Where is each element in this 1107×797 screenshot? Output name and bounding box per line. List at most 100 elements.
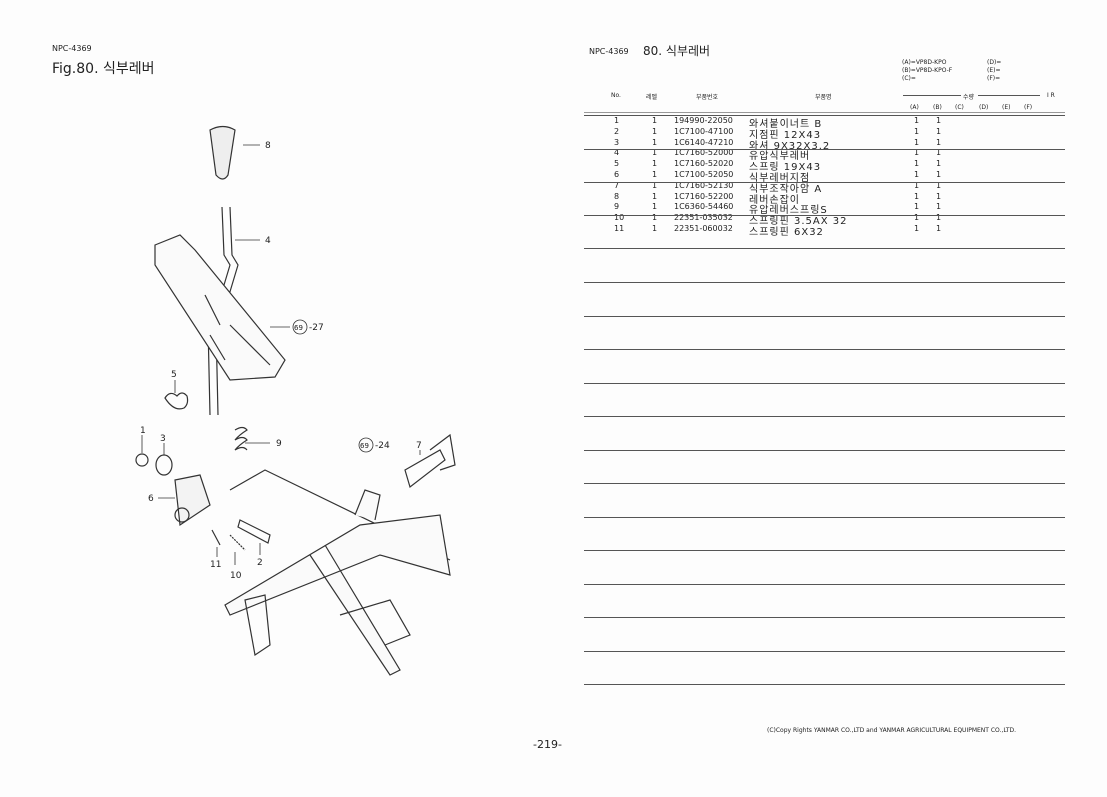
table-divider <box>584 349 1065 350</box>
cell-b: 1 <box>936 213 942 223</box>
callout-11: 11 <box>210 560 221 570</box>
cell-no: 3 <box>614 137 620 147</box>
arm-7 <box>404 433 456 489</box>
cell-a: 1 <box>914 148 920 158</box>
right-page-code: NPC-4369 <box>589 47 629 56</box>
cell-part-no: 22351-060032 <box>674 224 733 233</box>
model-a: (A)=VP8D-KPO <box>902 59 947 66</box>
frame <box>224 489 451 676</box>
callout-69: 69 <box>294 324 303 332</box>
callout-6: 6 <box>148 494 154 504</box>
cell-part-no: 194990-22050 <box>674 116 733 125</box>
cell-level: 1 <box>652 202 658 212</box>
cell-no: 6 <box>614 170 620 179</box>
table-divider <box>584 684 1065 685</box>
exploded-parts-diagram: 8 4 69 -27 5 1 3 9 6 2 11 10 7 69 -24 <box>135 125 456 676</box>
cell-no: 8 <box>614 191 620 201</box>
nut-1 <box>135 453 149 467</box>
cell-name: 레버손잡이 <box>749 194 800 206</box>
cell-level: 1 <box>652 126 658 136</box>
cell-name: 유압레버스프링S <box>749 205 828 217</box>
cell-a: 1 <box>914 159 920 169</box>
table-divider <box>584 583 1065 585</box>
cell-level: 1 <box>652 148 658 158</box>
callout-3: 3 <box>160 434 166 444</box>
table-divider <box>584 483 1065 484</box>
cell-no: 9 <box>614 202 620 212</box>
table-divider <box>584 550 1065 551</box>
model-d: (D)= <box>987 59 1002 66</box>
cell-a: 1 <box>914 191 920 201</box>
cell-level: 1 <box>652 170 658 179</box>
callout-8: 8 <box>265 141 271 151</box>
cell-name: 식부조작아암 A <box>749 183 823 195</box>
model-f: (F)= <box>987 75 1001 82</box>
model-b: (B)=VP8D-KPO-F <box>902 67 953 74</box>
header-no: No. <box>611 92 621 99</box>
cell-no: 7 <box>614 180 620 190</box>
cell-name: 스프링핀 3.5AX 32 <box>749 216 848 228</box>
table-divider <box>584 115 1065 116</box>
cell-part-no: 1C7160-52130 <box>674 180 734 190</box>
callout-7: 7 <box>416 441 422 451</box>
cell-no: 1 <box>614 116 620 125</box>
table-divider <box>584 650 1065 652</box>
cell-b: 1 <box>936 116 942 125</box>
lever-pivot-6 <box>174 474 211 527</box>
table-divider <box>584 248 1065 249</box>
col-c: (C) <box>955 104 964 111</box>
cell-level: 1 <box>652 191 658 201</box>
table-divider <box>584 315 1065 317</box>
spring-pin-11 <box>211 529 221 546</box>
cell-name: 스프링핀 6X32 <box>749 227 824 238</box>
spring-pin-10 <box>229 534 246 551</box>
cell-part-no: 22351-035032 <box>674 213 733 223</box>
header-level: 레벨 <box>646 94 658 101</box>
cell-b: 1 <box>936 202 942 212</box>
callout-5: 5 <box>171 370 177 380</box>
cell-level: 1 <box>652 116 658 125</box>
callout-2: 2 <box>257 558 263 568</box>
table-divider <box>584 215 1065 216</box>
col-a: (A) <box>910 104 919 111</box>
cell-part-no: 1C7160-52020 <box>674 159 734 169</box>
cell-b: 1 <box>936 170 942 179</box>
cell-no: 10 <box>614 213 625 223</box>
cell-a: 1 <box>914 126 920 136</box>
lever-knob <box>209 125 236 180</box>
spring-9 <box>234 426 248 451</box>
table-divider <box>584 282 1065 283</box>
cell-a: 1 <box>914 137 920 147</box>
cell-a: 1 <box>914 213 920 223</box>
table-divider <box>584 416 1065 417</box>
callout-4: 4 <box>265 236 271 246</box>
callout-10: 10 <box>230 571 242 581</box>
cell-b: 1 <box>936 224 942 233</box>
spring-5 <box>164 392 189 410</box>
cell-b: 1 <box>936 180 942 190</box>
table-divider <box>584 516 1065 518</box>
table-divider <box>584 182 1065 183</box>
cell-b: 1 <box>936 191 942 201</box>
cell-name: 와셔 9X32X3.2 <box>749 140 831 152</box>
cell-name: 유압식부레버 <box>749 151 811 163</box>
header-divider <box>584 112 1065 113</box>
callout-9: 9 <box>276 439 282 449</box>
table-divider <box>584 149 1065 150</box>
cell-part-no: 1C6140-47210 <box>674 137 734 147</box>
pin-2 <box>237 519 271 544</box>
cell-level: 1 <box>652 137 658 147</box>
copyright: (C)Copy Rights YANMAR CO.,LTD and YANMAR… <box>767 727 1017 734</box>
col-d: (D) <box>979 104 989 111</box>
cell-name: 와셔붙이너트 B <box>749 119 823 130</box>
cell-no: 4 <box>614 148 620 158</box>
left-page-code: NPC-4369 <box>52 44 92 53</box>
